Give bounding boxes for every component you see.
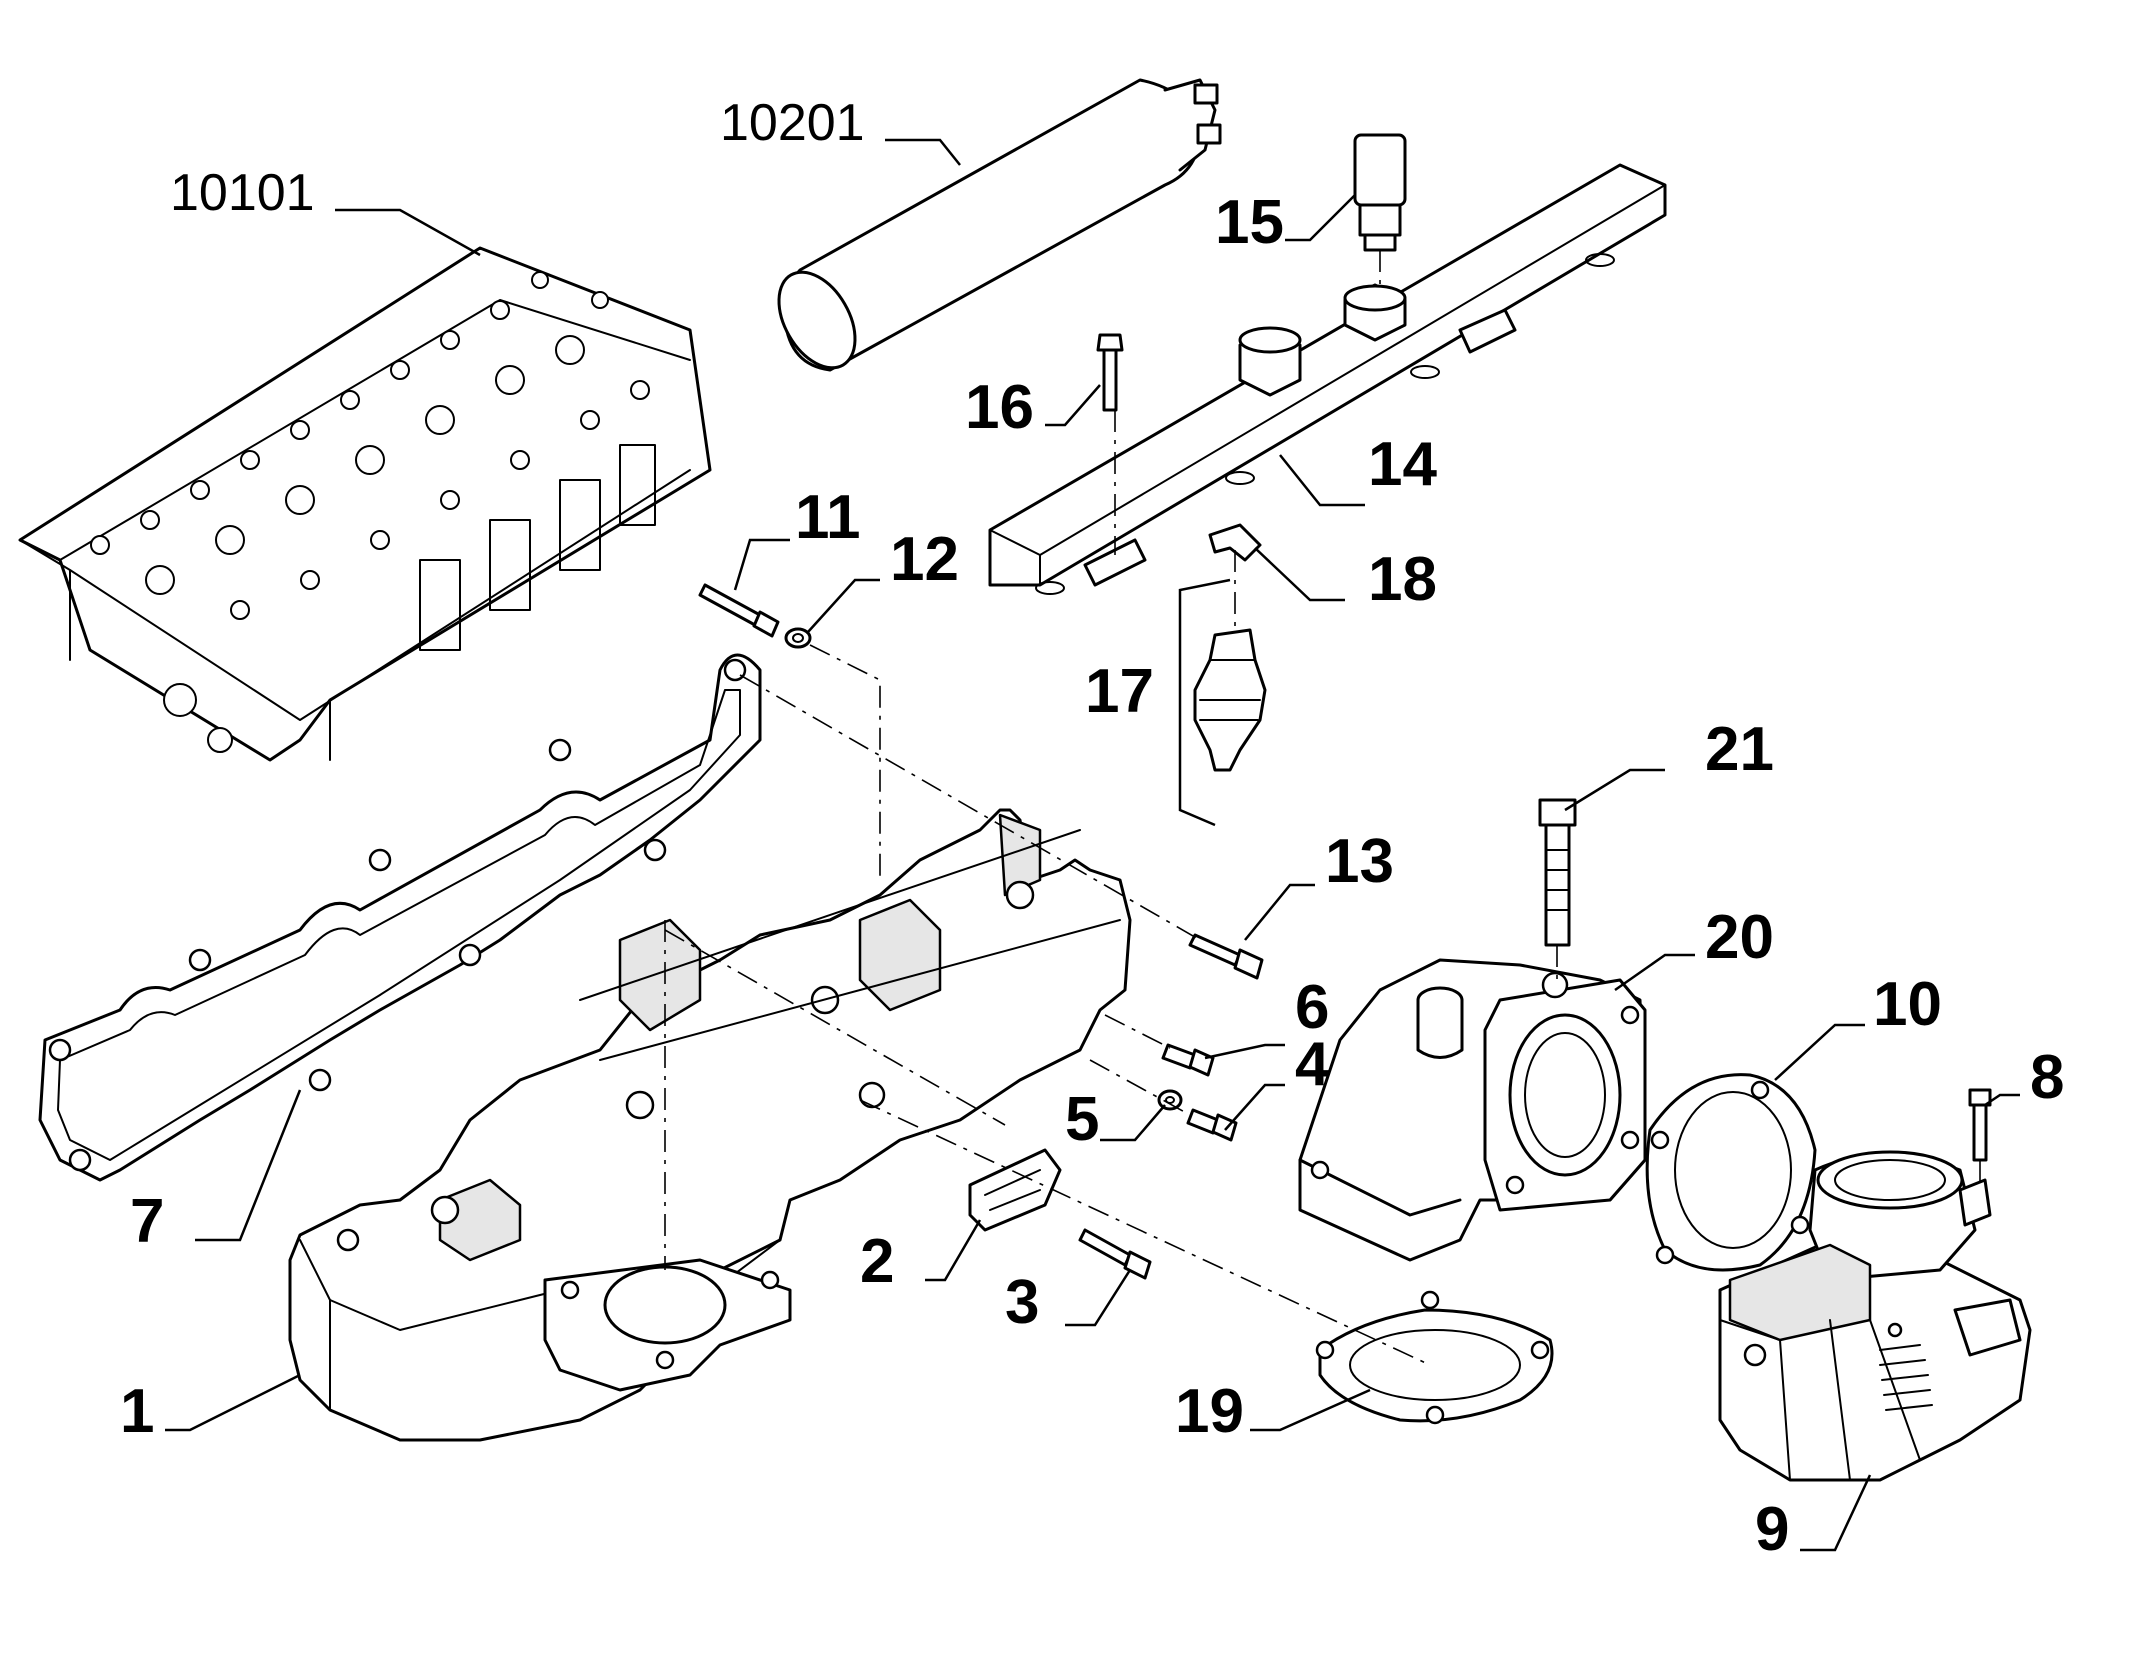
injector-part: [1193, 628, 1267, 772]
accumulator-cylinder-part: [777, 78, 1222, 372]
callout-12: 12: [890, 525, 959, 594]
throttle-body-part: [1718, 1150, 2032, 1482]
bolt-6-part: [1161, 1043, 1215, 1077]
callout-10201: 10201: [720, 94, 865, 152]
bolt-3-part: [1078, 1228, 1152, 1280]
pressure-sensor-part: [1353, 133, 1407, 252]
callout-3: 3: [1005, 1268, 1039, 1337]
clip-part: [1208, 523, 1262, 562]
leader-lines: [165, 138, 2020, 1552]
callout-4: 4: [1295, 1030, 1330, 1099]
manifold-gasket-part: [38, 653, 762, 1182]
callout-18: 18: [1368, 545, 1437, 614]
callout-19: 19: [1175, 1377, 1244, 1446]
map-sensor-part: [968, 1148, 1062, 1232]
callout-11: 11: [795, 483, 861, 552]
callout-1: 1: [120, 1377, 154, 1446]
callout-14: 14: [1368, 430, 1437, 499]
callout-21: 21: [1705, 715, 1774, 784]
bolt-13-part: [1188, 933, 1264, 980]
callout-7: 7: [130, 1187, 164, 1256]
washer-5-part: [1157, 1089, 1183, 1111]
assembly-guide-lines: [664, 250, 1981, 1366]
callout-17: 17: [1085, 657, 1154, 726]
callout-15: 15: [1215, 188, 1284, 257]
callout-10101: 10101: [170, 164, 315, 222]
callout-16: 16: [965, 373, 1034, 442]
cylinder-head-part: [18, 246, 712, 762]
washer-12-part: [784, 627, 812, 649]
callout-6: 6: [1295, 973, 1329, 1042]
bolt-16-part: [1096, 333, 1124, 412]
bolt-21-part: [1538, 798, 1577, 947]
bolt-8-part: [1968, 1088, 1992, 1162]
callout-2: 2: [860, 1227, 894, 1296]
throttle-gasket-part: [1645, 1073, 1817, 1272]
callout-9: 9: [1755, 1495, 1789, 1564]
intake-elbow-part: [1298, 958, 1647, 1262]
bolt-4-part: [1186, 1108, 1238, 1142]
callout-13: 13: [1325, 827, 1394, 896]
callout-labels: 10101 10201 15 16 14 11 12 18 17 21 13 2…: [120, 94, 2064, 1564]
bolt-11-part: [698, 583, 780, 638]
callout-20: 20: [1705, 903, 1774, 972]
callout-10: 10: [1873, 970, 1942, 1039]
fuel-rail-part: [988, 163, 1667, 595]
manifold-flange-gasket-part: [1315, 1290, 1554, 1425]
callout-8: 8: [2030, 1043, 2064, 1112]
callout-5: 5: [1065, 1085, 1099, 1154]
intake-manifold-part: [288, 808, 1132, 1442]
